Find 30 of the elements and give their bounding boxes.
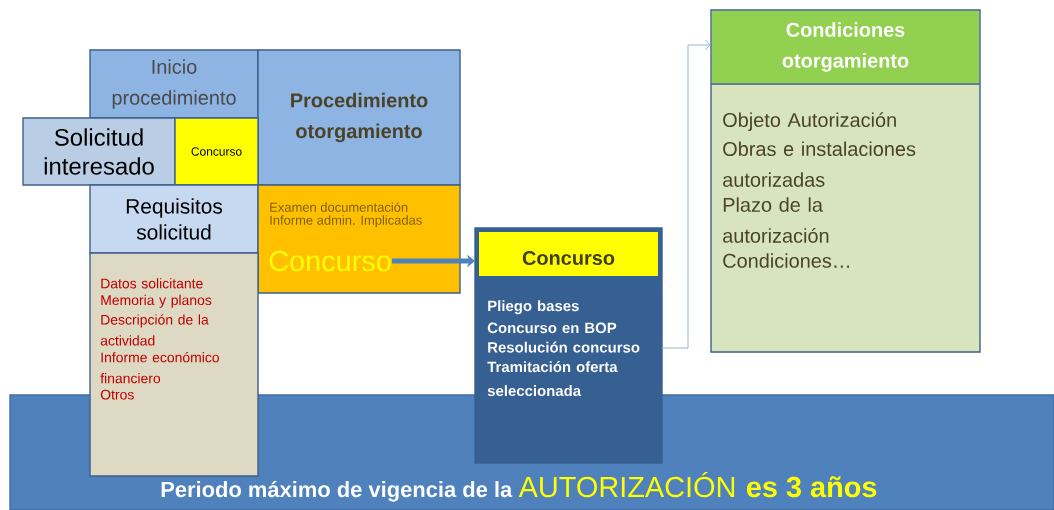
process-box	[257, 184, 461, 294]
banner-text: Periodo máximo de vigencia de la	[161, 480, 513, 502]
process-box: Solicitud interesado	[22, 117, 176, 186]
box-heading: Concurso	[269, 250, 391, 272]
list-box	[89, 252, 259, 477]
list-item: Datos solicitante	[101, 278, 203, 289]
list-item: Obras e instalaciones autorizadas	[723, 141, 916, 187]
list-item: Concurso en BOP	[487, 322, 617, 334]
process-box: Inicio procedimiento	[89, 49, 259, 119]
box-heading: Concurso	[522, 250, 615, 266]
list-item: Objeto Autorización	[723, 112, 896, 131]
list-box	[710, 9, 981, 353]
list-item: Plazo de la autorización	[723, 197, 829, 243]
process-box: Requisitos solicitud	[89, 184, 259, 254]
list-box	[474, 227, 663, 464]
list-item: Memoria y planos	[101, 294, 212, 308]
arrow	[661, 39, 711, 349]
banner-highlight: AUTORIZACIÓN	[518, 471, 735, 498]
process-box: Concurso	[174, 117, 259, 186]
box-text: Informe admin. Implicadas	[270, 215, 422, 228]
list-item: Informe económico financiero	[100, 351, 219, 384]
list-item: Tramitación oferta seleccionada	[487, 361, 618, 397]
list-item: Pliego bases	[488, 300, 579, 315]
box-text: Examen documentación	[270, 202, 408, 212]
list-item: Descripción de la actividad	[100, 314, 209, 346]
banner-text: es 3 años	[746, 476, 877, 498]
list-item: Resolución concurso	[488, 341, 640, 353]
list-item: Condiciones…	[723, 253, 850, 268]
list-item: Otros	[100, 389, 134, 400]
box-heading: Condiciones otorgamiento	[782, 22, 909, 72]
